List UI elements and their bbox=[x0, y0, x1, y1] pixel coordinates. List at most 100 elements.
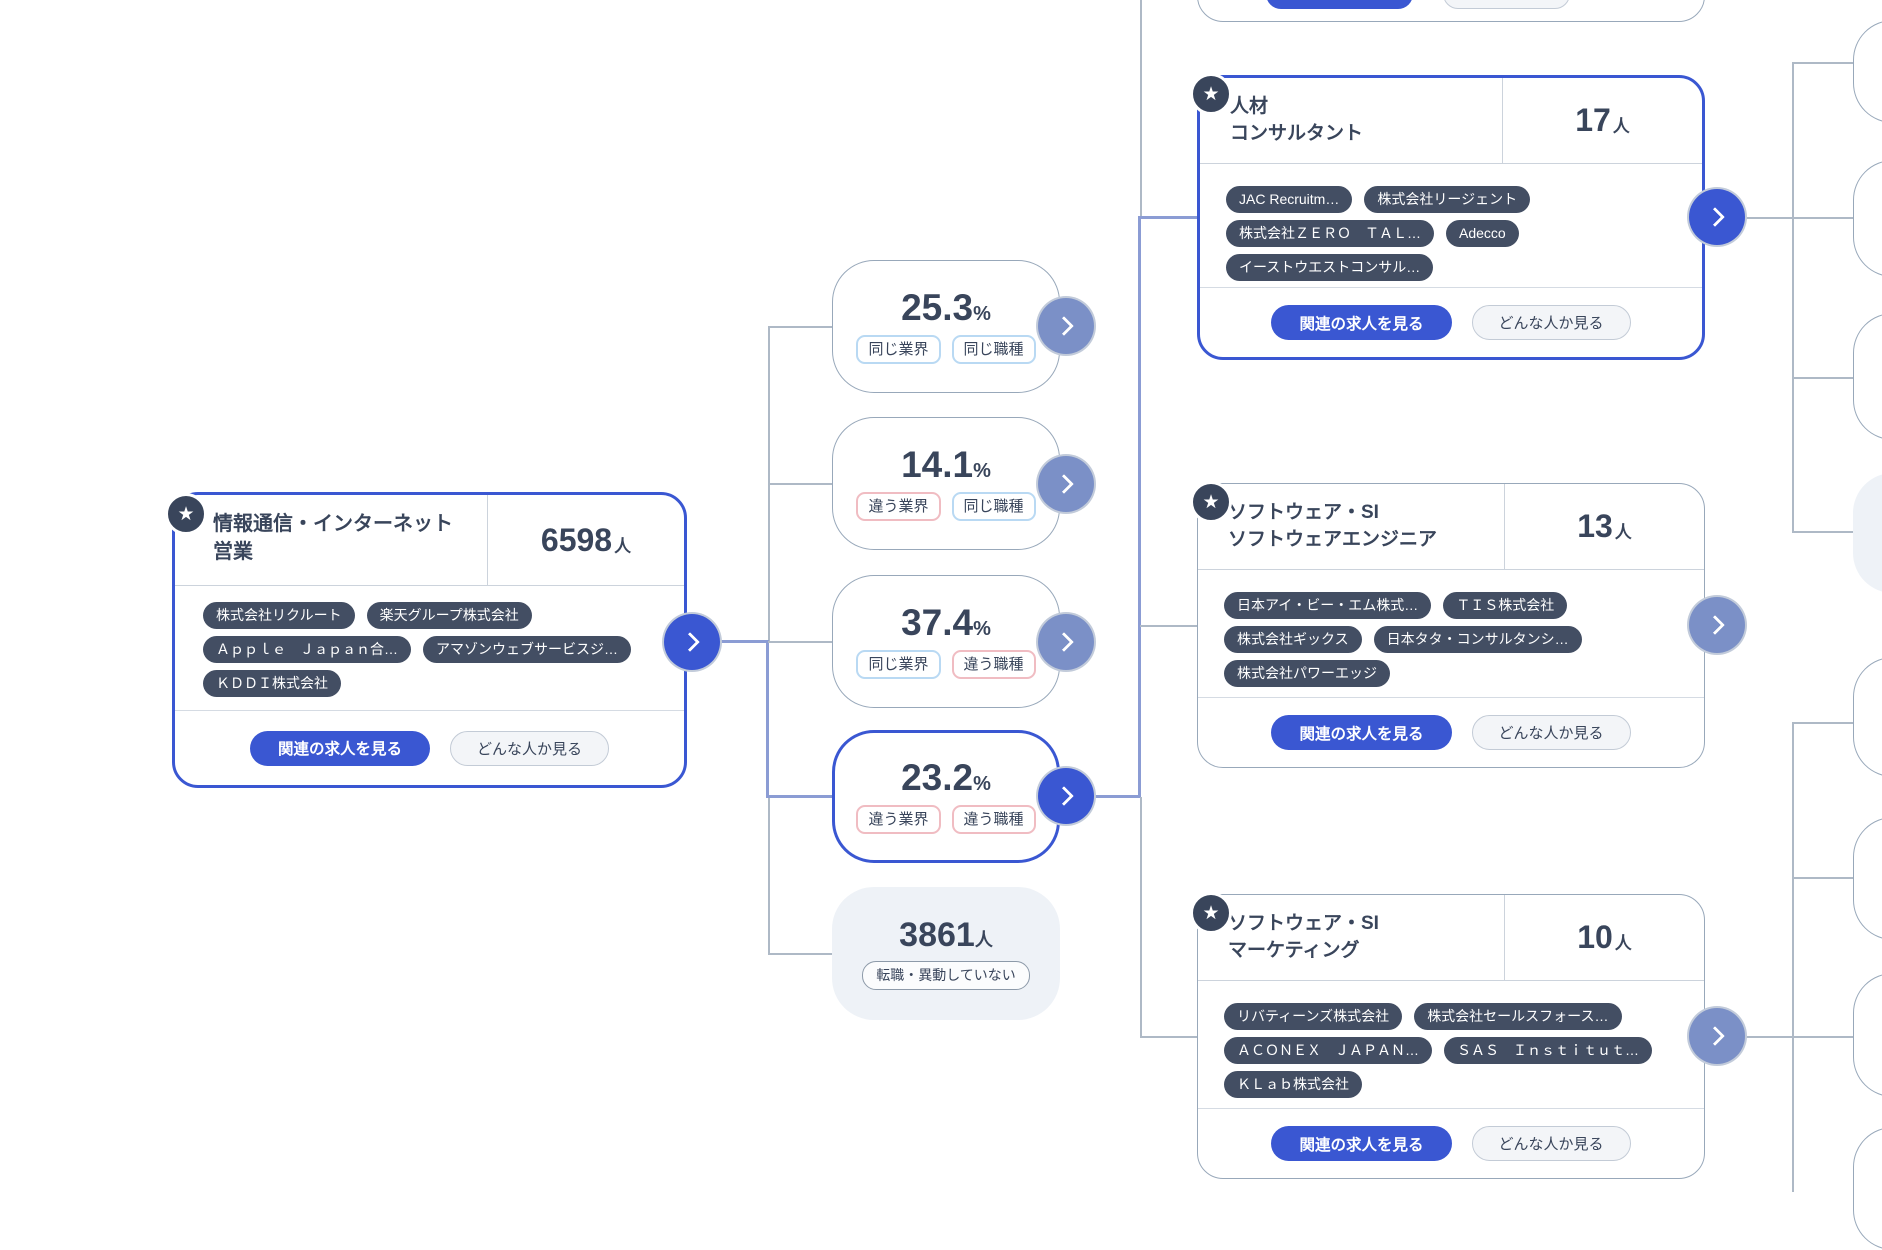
transition-node3-expand-button[interactable] bbox=[1038, 614, 1094, 670]
destination-card-software-engineer[interactable]: ソフトウェア・SI ソフトウェアエンジニア 13 人 日本アイ・ビー・エム株式…… bbox=[1197, 483, 1705, 768]
dest-card-footer: 関連の求人を見る どんな人か見る bbox=[1200, 287, 1702, 357]
dest-card-title: ソフトウェア・SI マーケティング bbox=[1198, 895, 1504, 980]
connector-stub-node5 bbox=[768, 953, 832, 955]
source-count-number: 6598 bbox=[540, 521, 613, 558]
connector-stub-edge1 bbox=[1792, 62, 1860, 64]
source-expand-button[interactable] bbox=[664, 614, 720, 670]
next-level-card-partial-3[interactable] bbox=[1853, 313, 1882, 440]
star-badge-icon: ★ bbox=[1190, 73, 1232, 115]
connector-stub-node4-highlight bbox=[768, 795, 832, 798]
no-transition-node[interactable]: 3861人 転職・異動していない bbox=[832, 887, 1060, 1020]
chevron-right-icon bbox=[1053, 316, 1074, 336]
company-tag: 株式会社リクルート bbox=[203, 602, 355, 629]
connector-source-to-trunk bbox=[692, 640, 768, 643]
transition-node-same-same[interactable]: 25.3% 同じ業界 同じ職種 bbox=[832, 260, 1060, 393]
company-tag: JAC Recruitm… bbox=[1226, 186, 1353, 213]
related-jobs-button[interactable]: 関連の求人を見る bbox=[249, 730, 430, 766]
dest-occupation: マーケティング bbox=[1228, 940, 1360, 961]
chevron-right-icon bbox=[1053, 474, 1074, 494]
company-tag: ＡＣＯＮＥＸ ＪＡＰＡＮ… bbox=[1224, 1037, 1432, 1064]
connector-stub-edge4 bbox=[1792, 531, 1860, 533]
same-occupation-pill: 同じ職種 bbox=[951, 335, 1036, 364]
dest-count-unit: 人 bbox=[1612, 117, 1630, 136]
company-tag: Adecco bbox=[1446, 220, 1519, 247]
related-jobs-button[interactable]: 関連の求人を見る bbox=[1271, 715, 1452, 750]
transition-percent: 25.3% bbox=[901, 289, 991, 326]
who-views-button[interactable]: どんな人か見る bbox=[1471, 305, 1631, 340]
diff-industry-pill: 違う業界 bbox=[856, 492, 941, 521]
connector-stub-edge6 bbox=[1792, 877, 1860, 879]
dest-company-tags: リバティーンズ株式会社 株式会社セールスフォース… ＡＣＯＮＥＸ ＪＡＰＡＮ… … bbox=[1198, 981, 1704, 1098]
dest-card-footer: 関連の求人を見る どんな人か見る bbox=[1198, 697, 1704, 767]
related-jobs-button-partial[interactable] bbox=[1266, 0, 1413, 9]
stay-tags: 転職・異動していない bbox=[862, 960, 1030, 990]
company-tag: ＫＤＤＩ株式会社 bbox=[203, 670, 341, 697]
diff-occupation-pill: 違う職種 bbox=[951, 650, 1036, 679]
company-tag: ＫＬａｂ株式会社 bbox=[1224, 1071, 1362, 1098]
percent-value: 23.2 bbox=[901, 757, 974, 798]
who-views-button[interactable]: どんな人か見る bbox=[1471, 715, 1631, 750]
source-card-footer: 関連の求人を見る どんな人か見る bbox=[175, 710, 684, 785]
company-tag: 株式会社ＺＥＲＯ ＴＡＬ… bbox=[1226, 220, 1434, 247]
source-card-header: 情報通信・インターネット 営業 6598 人 bbox=[175, 495, 684, 586]
dest-occupation: コンサルタント bbox=[1230, 123, 1364, 144]
dest1-expand-button[interactable] bbox=[1689, 189, 1745, 245]
transition-node2-expand-button[interactable] bbox=[1038, 456, 1094, 512]
percent-value: 25.3 bbox=[901, 287, 974, 328]
connector-trunk2-lower bbox=[1140, 797, 1142, 1037]
company-tag: アマゾンウェブサービスジ… bbox=[423, 636, 631, 663]
transition-tags: 違う業界 違う職種 bbox=[856, 805, 1036, 834]
who-views-button[interactable]: どんな人か見る bbox=[450, 730, 610, 766]
connector-trunk3b bbox=[1792, 722, 1794, 1192]
star-icon: ★ bbox=[177, 503, 195, 525]
next-level-card-partial-7[interactable] bbox=[1853, 973, 1882, 1097]
star-icon: ★ bbox=[1202, 902, 1220, 924]
company-tag: 楽天グループ株式会社 bbox=[366, 602, 532, 629]
next-level-card-partial-1[interactable] bbox=[1853, 20, 1882, 123]
next-level-card-partial-2[interactable] bbox=[1853, 160, 1882, 277]
transition-node-same-diff[interactable]: 37.4% 同じ業界 違う職種 bbox=[832, 575, 1060, 708]
source-job-card[interactable]: 情報通信・インターネット 営業 6598 人 株式会社リクルート 楽天グループ株… bbox=[172, 492, 687, 788]
source-company-tags: 株式会社リクルート 楽天グループ株式会社 Ａｐｐｌｅ Ｊａｐａｎ合… アマゾンウ… bbox=[175, 586, 684, 697]
connector-stub-dest2 bbox=[1140, 625, 1197, 627]
related-jobs-button[interactable]: 関連の求人を見る bbox=[1271, 305, 1452, 340]
next-level-card-partial-8[interactable] bbox=[1853, 1127, 1882, 1250]
company-tag: リバティーンズ株式会社 bbox=[1224, 1003, 1403, 1030]
source-industry: 情報通信・インターネット bbox=[213, 513, 453, 535]
source-card-count: 6598 人 bbox=[487, 495, 684, 585]
percent-unit: % bbox=[973, 618, 991, 640]
next-level-card-partial-4-stay[interactable] bbox=[1853, 473, 1882, 593]
related-jobs-button[interactable]: 関連の求人を見る bbox=[1271, 1126, 1452, 1161]
dest-count-unit: 人 bbox=[1614, 934, 1632, 953]
same-industry-pill: 同じ業界 bbox=[856, 650, 941, 679]
chevron-right-icon bbox=[1704, 615, 1725, 635]
dest-company-tags: JAC Recruitm… 株式会社リージェント 株式会社ＺＥＲＯ ＴＡＬ… A… bbox=[1200, 164, 1702, 281]
destination-card-consultant[interactable]: 人材 コンサルタント 17 人 JAC Recruitm… 株式会社リージェント… bbox=[1197, 75, 1705, 360]
connector-stub-node3 bbox=[768, 641, 832, 643]
star-icon: ★ bbox=[1202, 491, 1220, 513]
transition-node4-expand-button[interactable] bbox=[1038, 768, 1094, 824]
transition-node-diff-same[interactable]: 14.1% 違う業界 同じ職種 bbox=[832, 417, 1060, 550]
dest-card-title: ソフトウェア・SI ソフトウェアエンジニア bbox=[1198, 484, 1504, 569]
source-card-title: 情報通信・インターネット 営業 bbox=[175, 495, 487, 585]
percent-value: 14.1 bbox=[901, 444, 974, 485]
dest-count-number: 10 bbox=[1577, 919, 1613, 955]
next-level-card-partial-5[interactable] bbox=[1853, 657, 1882, 777]
company-tag: 日本タタ・コンサルタンシ… bbox=[1373, 626, 1582, 653]
star-icon: ★ bbox=[1202, 83, 1220, 105]
transition-node1-expand-button[interactable] bbox=[1038, 298, 1094, 354]
transition-node-diff-diff-selected[interactable]: 23.2% 違う業界 違う職種 bbox=[832, 730, 1060, 863]
stay-count: 3861人 bbox=[899, 918, 993, 952]
connector-dest1-to-trunk3 bbox=[1717, 217, 1860, 219]
percent-unit: % bbox=[973, 303, 991, 325]
connector-trunk2-upper bbox=[1140, 0, 1142, 218]
dest2-expand-button[interactable] bbox=[1689, 597, 1745, 653]
who-views-button-partial[interactable] bbox=[1443, 0, 1570, 9]
destination-card-partial-top[interactable] bbox=[1197, 0, 1705, 22]
dest3-expand-button[interactable] bbox=[1689, 1008, 1745, 1064]
connector-trunk1-lower bbox=[768, 797, 770, 953]
chevron-right-icon bbox=[1704, 1026, 1725, 1046]
who-views-button[interactable]: どんな人か見る bbox=[1471, 1126, 1631, 1161]
destination-card-marketing[interactable]: ソフトウェア・SI マーケティング 10 人 リバティーンズ株式会社 株式会社セ… bbox=[1197, 894, 1705, 1179]
next-level-card-partial-6[interactable] bbox=[1853, 817, 1882, 940]
